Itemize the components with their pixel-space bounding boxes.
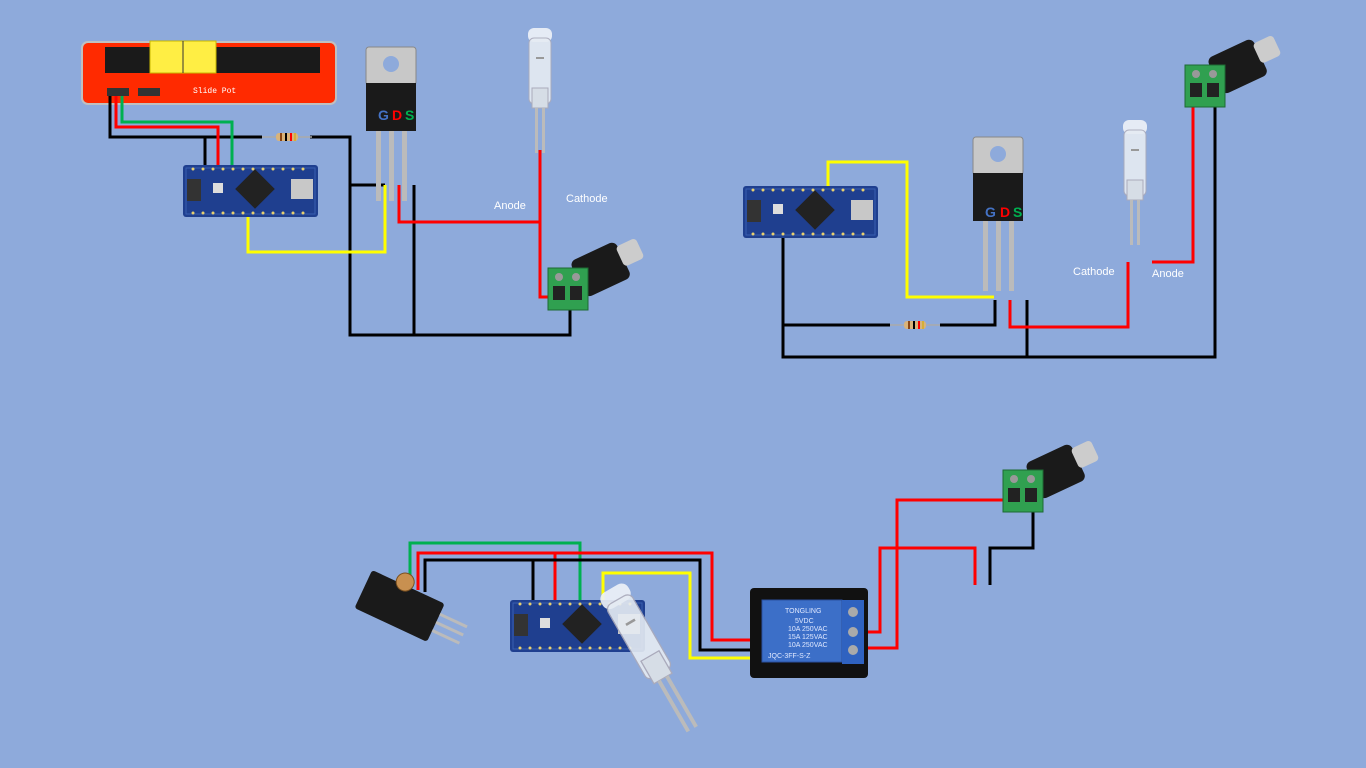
- circuit-1: Slide Pot G D S Anode Cathode: [81, 27, 646, 337]
- anode-label: Anode: [494, 200, 526, 212]
- relay-model: JQC-3FF-S-Z: [768, 653, 811, 660]
- halogen-lamp-1: [527, 27, 553, 154]
- gate-label: G: [985, 204, 996, 220]
- dc-jack-3: [1002, 439, 1101, 513]
- cathode-label: Cathode: [1073, 266, 1115, 278]
- slide-pot: Slide Pot: [81, 40, 337, 105]
- circuit-2: G D S Cathode Anode: [742, 34, 1283, 359]
- arduino-nano-2: [742, 185, 879, 239]
- wires-1: [108, 96, 572, 337]
- wires-3: [408, 498, 1035, 660]
- relay-module: TONGLING 5VDC 10A 250VAC 15A 125VAC 10A …: [750, 588, 868, 678]
- drain-label: D: [1000, 204, 1010, 220]
- wires-2: [781, 105, 1217, 359]
- dc-jack-1: [547, 237, 646, 311]
- circuit-3: TONGLING 5VDC 10A 250VAC 15A 125VAC 10A …: [355, 439, 1101, 739]
- pot-label: Slide Pot: [193, 87, 236, 96]
- source-label: S: [405, 107, 414, 123]
- halogen-lamp-2: [1122, 119, 1148, 246]
- resistor-2: [889, 320, 941, 330]
- anode-label: Anode: [1152, 268, 1184, 280]
- relay-rating-3: 10A 250VAC: [788, 642, 828, 649]
- arduino-nano-1: [182, 164, 319, 218]
- relay-rating-2: 15A 125VAC: [788, 634, 828, 641]
- dc-jack-2: [1184, 34, 1283, 108]
- relay-voltage: 5VDC: [795, 618, 814, 625]
- mosfet-1: [365, 46, 417, 202]
- gate-label: G: [378, 107, 389, 123]
- ldr-sensor-module: [355, 570, 468, 645]
- relay-rating-1: 10A 250VAC: [788, 626, 828, 633]
- resistor-1: [261, 132, 313, 142]
- drain-label: D: [392, 107, 402, 123]
- source-label: S: [1013, 204, 1022, 220]
- relay-brand: TONGLING: [785, 608, 821, 615]
- cathode-label: Cathode: [566, 193, 608, 205]
